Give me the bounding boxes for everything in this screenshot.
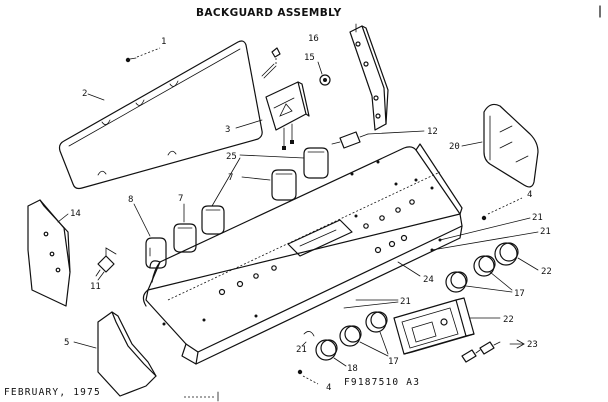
part-21-clip-lower bbox=[301, 331, 315, 347]
part-side-bracket-upper bbox=[349, 23, 389, 131]
part-4-screw-right bbox=[481, 197, 523, 221]
callout-2: 2 bbox=[82, 89, 87, 99]
part-4-screw-lower bbox=[297, 369, 319, 385]
part-7-switch-lower bbox=[173, 203, 197, 253]
callout-25: 25 bbox=[226, 152, 237, 162]
callout-23: 23 bbox=[527, 340, 538, 350]
callout-21-c: 21 bbox=[400, 297, 411, 307]
callout-7-upper: 7 bbox=[228, 173, 233, 183]
part-1-screw bbox=[125, 47, 161, 63]
callout-15: 15 bbox=[304, 53, 315, 63]
callout-4-right: 4 bbox=[527, 190, 532, 200]
callout-5: 5 bbox=[64, 338, 69, 348]
callout-21-d: 21 bbox=[296, 345, 307, 355]
part-17-knob-lower-b bbox=[339, 325, 389, 357]
part-3-timer bbox=[235, 81, 310, 150]
part-25-switch-upper bbox=[239, 147, 329, 179]
diagram-title: BACKGUARD ASSEMBLY bbox=[196, 7, 342, 19]
callout-4-lower: 4 bbox=[326, 383, 331, 393]
part-20-end-cap-right bbox=[461, 103, 539, 188]
callout-7-lower: 7 bbox=[178, 194, 183, 204]
callout-22-b: 22 bbox=[503, 315, 514, 325]
callout-11: 11 bbox=[90, 282, 101, 292]
part-17-knob-upper-b bbox=[445, 271, 513, 293]
callout-20: 20 bbox=[449, 142, 460, 152]
part-7-switch-upper bbox=[241, 169, 297, 201]
main-control-console bbox=[142, 143, 463, 365]
callout-16: 16 bbox=[308, 34, 319, 44]
callout-21-a: 21 bbox=[532, 213, 543, 223]
callout-21-b: 21 bbox=[540, 227, 551, 237]
part-5-end-cover bbox=[73, 311, 157, 397]
part-22-control-block bbox=[393, 297, 501, 355]
callout-22-a: 22 bbox=[541, 267, 552, 277]
callout-17-b: 17 bbox=[388, 357, 399, 367]
part-11-clip bbox=[95, 247, 117, 281]
part-25-switch-lower bbox=[201, 205, 225, 235]
part-2-back-panel bbox=[58, 40, 263, 190]
part-17-knob-lower-a bbox=[365, 311, 388, 333]
callout-18: 18 bbox=[347, 364, 358, 374]
part-21-clips-right bbox=[430, 217, 539, 252]
callout-12: 12 bbox=[427, 127, 438, 137]
part-17-knob-upper-a bbox=[473, 255, 496, 277]
part-16-stud bbox=[261, 47, 281, 79]
footer-date: FEBRUARY, 1975 bbox=[4, 387, 101, 398]
callout-1: 1 bbox=[161, 37, 166, 47]
callout-17-a: 17 bbox=[514, 289, 525, 299]
part-14-end-cap-left bbox=[27, 199, 71, 307]
part-12-socket bbox=[331, 130, 425, 149]
part-15-nut bbox=[317, 61, 331, 86]
callout-14: 14 bbox=[70, 209, 81, 219]
callout-24: 24 bbox=[423, 275, 434, 285]
callout-8: 8 bbox=[128, 195, 133, 205]
part-8-switch bbox=[133, 203, 167, 269]
part-23-terminals bbox=[461, 339, 525, 363]
part-22-knob-right bbox=[494, 242, 539, 271]
footer-part-code: F9187510 A3 bbox=[344, 377, 420, 388]
part-18-knob bbox=[315, 339, 347, 367]
callout-3: 3 bbox=[225, 125, 230, 135]
